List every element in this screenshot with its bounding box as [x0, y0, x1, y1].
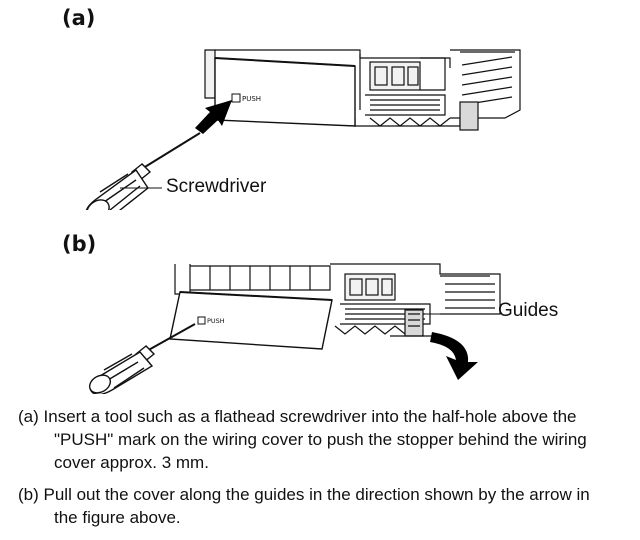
pull-direction-arrow-icon [430, 332, 478, 380]
wiring-cover: PUSH [214, 57, 356, 127]
push-mark-b: PUSH [207, 317, 225, 325]
caption-b-marker: (b) [18, 485, 39, 504]
screwdriver-callout: Screwdriver [166, 176, 267, 197]
caption-a-line-2: "PUSH" mark on the wiring cover to push … [54, 430, 587, 449]
caption-a-line-3: cover approx. 3 mm. [54, 453, 209, 472]
screwdriver-icon [88, 323, 196, 394]
figure-b-label: (b) [62, 232, 97, 256]
push-arrow-icon [195, 100, 232, 134]
guides-callout: Guides [498, 300, 559, 321]
figure-a-illustration: PUSH [85, 49, 521, 210]
caption-b-line-2: the figure above. [54, 508, 181, 527]
wiring-cover-b: PUSH [169, 291, 333, 350]
screwdriver-icon [85, 132, 201, 210]
caption-a-marker: (a) [18, 407, 39, 426]
caption-a: (a) Insert a tool such as a flathead scr… [18, 405, 630, 474]
push-mark-a: PUSH [242, 95, 261, 103]
figure-a-label: (a) [62, 6, 96, 30]
caption-b-line-1: Pull out the cover along the guides in t… [43, 485, 590, 504]
figure-b-illustration: PUSH [88, 263, 501, 394]
caption-a-line-1: Insert a tool such as a flathead screwdr… [43, 407, 577, 426]
caption-b: (b) Pull out the cover along the guides … [18, 483, 630, 529]
